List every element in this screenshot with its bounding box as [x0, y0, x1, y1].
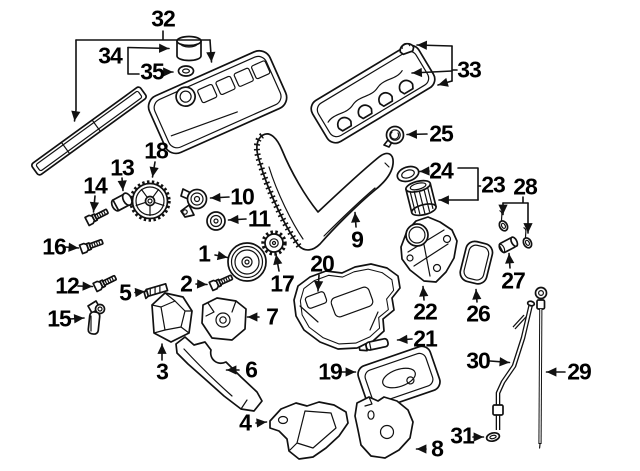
crank-pulley-part-1 — [227, 242, 267, 282]
part-label-32: 32 — [151, 5, 176, 32]
seal-part-35 — [177, 65, 195, 77]
part-label-26: 26 — [466, 300, 491, 327]
part-label-16: 16 — [42, 233, 67, 260]
oil-filter-part-23 — [405, 179, 437, 217]
part-label-21: 21 — [413, 325, 438, 352]
part-label-31: 31 — [450, 422, 475, 449]
part-label-24: 24 — [429, 157, 454, 184]
tube-seal-part-33a — [399, 42, 415, 56]
timing-belt-part-9 — [253, 132, 394, 251]
part-label-3: 3 — [156, 358, 169, 385]
dipstick-part-29 — [534, 286, 548, 449]
part-label-33: 33 — [457, 56, 482, 83]
cover-part-6 — [175, 336, 263, 412]
bolt-part-16 — [78, 236, 105, 255]
part-label-22: 22 — [413, 298, 438, 325]
baffle-part-26 — [459, 240, 494, 285]
clip-part-5 — [143, 283, 169, 300]
oil-filler-cap-part-25 — [383, 125, 405, 148]
part-label-27: 27 — [501, 267, 526, 294]
valve-cover-part — [147, 49, 288, 155]
part-label-2: 2 — [180, 270, 193, 297]
dipstick-tube-part-30 — [492, 300, 536, 430]
part-label-20: 20 — [310, 250, 335, 277]
sprocket-part-17 — [261, 230, 287, 256]
part-label-9: 9 — [351, 226, 364, 253]
tube-part-21 — [358, 337, 389, 352]
bolt-part-12 — [92, 272, 119, 293]
part-label-15: 15 — [47, 305, 72, 332]
stud-part-15 — [87, 300, 106, 335]
bolt-part-2 — [208, 272, 235, 292]
cover-part-3 — [151, 292, 193, 343]
part-label-19: 19 — [318, 358, 343, 385]
rail-cover-part — [31, 86, 147, 176]
part-label-14: 14 — [83, 172, 108, 199]
part-label-23: 23 — [481, 171, 506, 198]
cover-part-7 — [201, 297, 247, 341]
oil-pan-lower-part-19 — [357, 345, 441, 411]
part-label-6: 6 — [245, 356, 258, 383]
part-label-18: 18 — [144, 137, 169, 164]
part-label-34: 34 — [98, 42, 123, 69]
seal-ring-part-24 — [396, 165, 420, 183]
part-label-25: 25 — [429, 120, 454, 147]
part-label-12: 12 — [55, 272, 80, 299]
part-label-11: 11 — [247, 205, 271, 232]
part-label-5: 5 — [119, 279, 132, 306]
cam-gear-part-18 — [129, 180, 171, 222]
part-label-17: 17 — [270, 270, 295, 297]
part-label-35: 35 — [140, 58, 165, 85]
part-label-28: 28 — [513, 173, 538, 200]
part-label-29: 29 — [567, 358, 592, 385]
bracket-part-4 — [269, 401, 349, 460]
part-label-1: 1 — [198, 240, 211, 267]
tensioner-part-10 — [180, 188, 208, 218]
part-label-4: 4 — [239, 409, 252, 436]
part-label-30: 30 — [466, 347, 491, 374]
bolt-part-14 — [84, 206, 111, 227]
plate-part-8 — [354, 396, 414, 459]
oil-pan-upper-part-20 — [293, 263, 401, 350]
part-label-8: 8 — [431, 435, 444, 462]
o-ring-part-31 — [485, 431, 501, 443]
gasket-part-33 — [310, 44, 436, 144]
oil-cap-part-34 — [176, 35, 202, 62]
bushing-part-13 — [110, 192, 133, 212]
leader-lines — [64, 30, 566, 454]
bracket-part-22 — [400, 216, 458, 283]
idler-pulley-part-11 — [206, 211, 226, 231]
pin-part-27 — [498, 236, 519, 254]
part-label-7: 7 — [266, 303, 279, 330]
part-label-10: 10 — [230, 183, 255, 210]
part-label-13: 13 — [110, 154, 135, 181]
